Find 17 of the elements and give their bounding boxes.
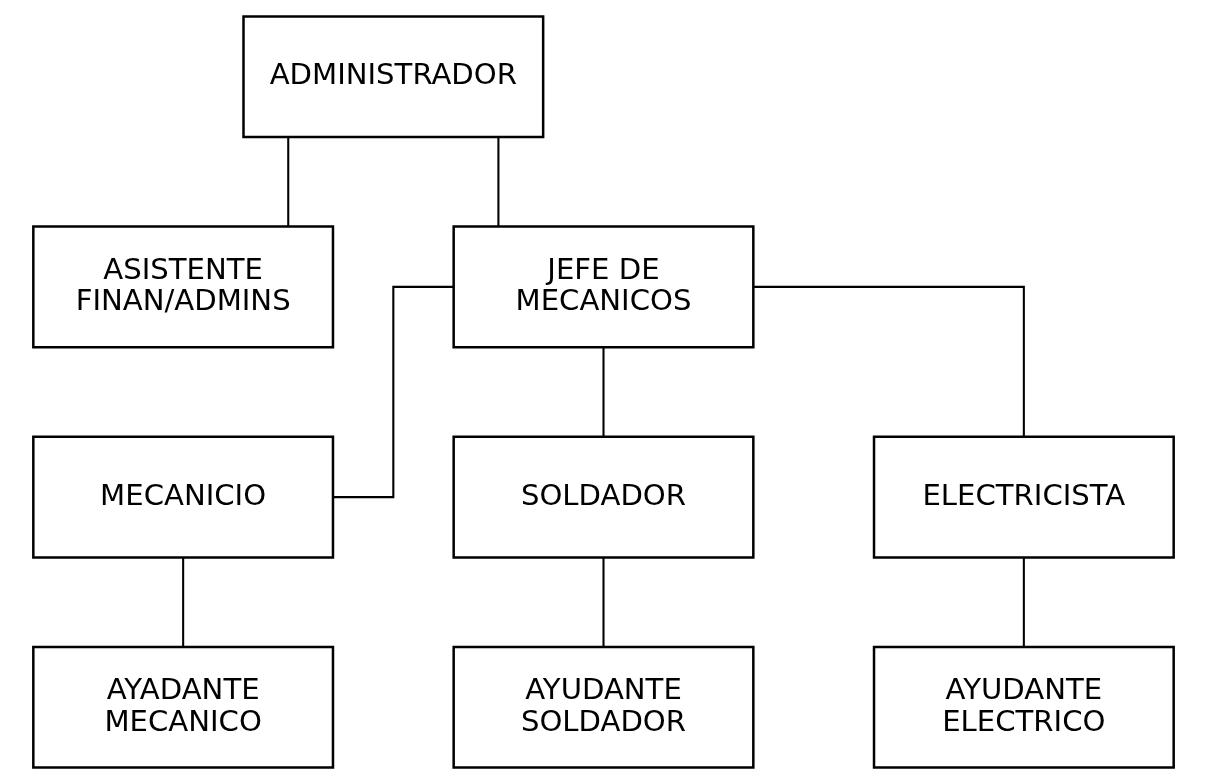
node-box: AYADANTE MECANICO — [31, 645, 334, 769]
node-box: SOLDADOR — [451, 435, 755, 559]
connector — [496, 137, 499, 227]
node-box: AYUDANTE SOLDADOR — [451, 645, 755, 769]
connector — [286, 137, 289, 227]
node-box: AYUDANTE ELECTRICO — [872, 645, 1175, 769]
connector — [601, 347, 605, 437]
node-box: JEFE DE MECANICOS — [451, 225, 755, 349]
connector — [332, 285, 454, 499]
connector — [1022, 557, 1025, 647]
node-box: ELECTRICISTA — [872, 435, 1175, 559]
connector — [601, 557, 605, 647]
connector — [181, 557, 184, 647]
node-box: MECANICIO — [31, 435, 334, 559]
node-box: ADMINISTRADOR — [241, 15, 544, 139]
connector — [752, 285, 1025, 437]
node-box: ASISTENTE FINAN/ADMINS — [31, 225, 334, 349]
